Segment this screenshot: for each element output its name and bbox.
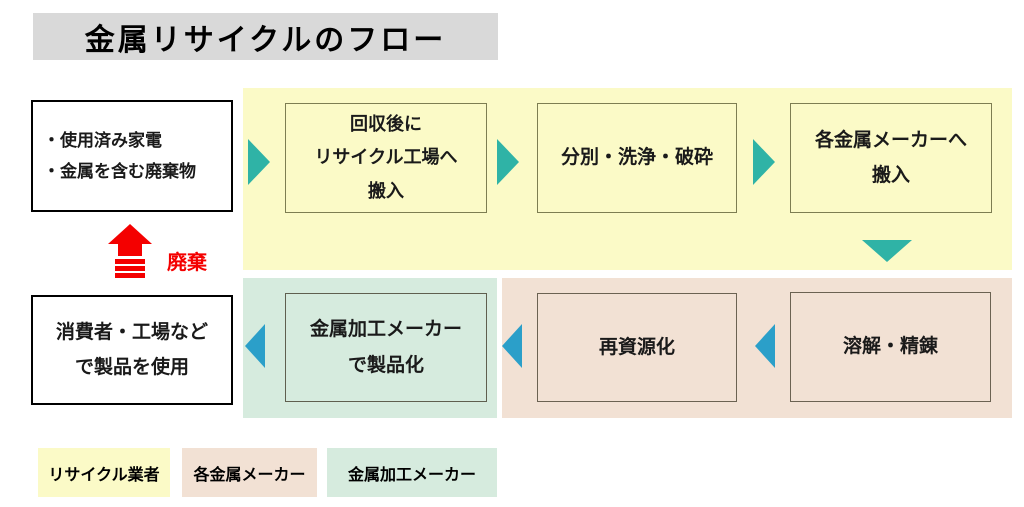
arrow-left-icon: [245, 324, 265, 368]
consumer-box: 消費者・工場など で製品を使用: [31, 295, 233, 405]
legend-metal-maker-label: 各金属メーカー: [193, 466, 306, 484]
page-title-text: 金属リサイクルのフロー: [84, 23, 447, 57]
waste-sources-line: ・使用済み家電: [43, 130, 162, 150]
arrow-down-icon: [862, 240, 912, 262]
flow-box-sorting: 分別・洗浄・破砕: [537, 103, 737, 213]
flow-box-line: 再資源化: [598, 336, 675, 358]
legend-processor: 金属加工メーカー: [327, 448, 497, 497]
disposal-label: 廃棄: [167, 252, 207, 274]
legend-recycler-label: リサイクル業者: [48, 466, 160, 484]
disposal-arrow-icon: [108, 224, 152, 278]
waste-sources-line: ・金属を含む廃棄物: [43, 162, 196, 181]
flow-box-intake: 回収後に リサイクル工場へ 搬入: [285, 103, 487, 213]
arrow-right-icon: [497, 139, 519, 185]
waste-sources-box: ・使用済み家電 ・金属を含む廃棄物: [31, 100, 233, 212]
page-title: 金属リサイクルのフロー: [33, 13, 498, 60]
consumer-box-line: 消費者・工場など: [55, 321, 208, 343]
flow-box-melting: 溶解・精錬: [790, 292, 991, 402]
flow-box-products: 金属加工メーカー で製品化: [285, 293, 487, 402]
arrow-left-icon: [755, 324, 775, 368]
flow-box-line: 金属加工メーカー: [309, 319, 462, 341]
flow-box-to-makers: 各金属メーカーへ 搬入: [790, 103, 992, 213]
consumer-box-line: で製品を使用: [74, 357, 189, 378]
flow-box-line: リサイクル工場へ: [314, 147, 458, 168]
flow-box-line: 搬入: [368, 180, 404, 201]
flow-box-line: 搬入: [871, 165, 910, 186]
flow-box-line: 回収後に: [350, 114, 422, 135]
arrow-right-icon: [753, 139, 775, 185]
flow-box-line: 各金属メーカーへ: [814, 129, 967, 151]
flow-box-recycling: 再資源化: [537, 293, 737, 402]
legend-metal-maker: 各金属メーカー: [182, 448, 317, 497]
flow-box-line: で製品化: [347, 354, 424, 376]
flow-box-line: 溶解・精錬: [842, 336, 938, 358]
flow-box-line: 分別・洗浄・破砕: [560, 147, 713, 169]
arrow-left-icon: [502, 324, 522, 368]
legend-recycler: リサイクル業者: [38, 448, 170, 497]
legend-processor-label: 金属加工メーカー: [347, 466, 476, 484]
arrow-right-icon: [248, 139, 270, 185]
